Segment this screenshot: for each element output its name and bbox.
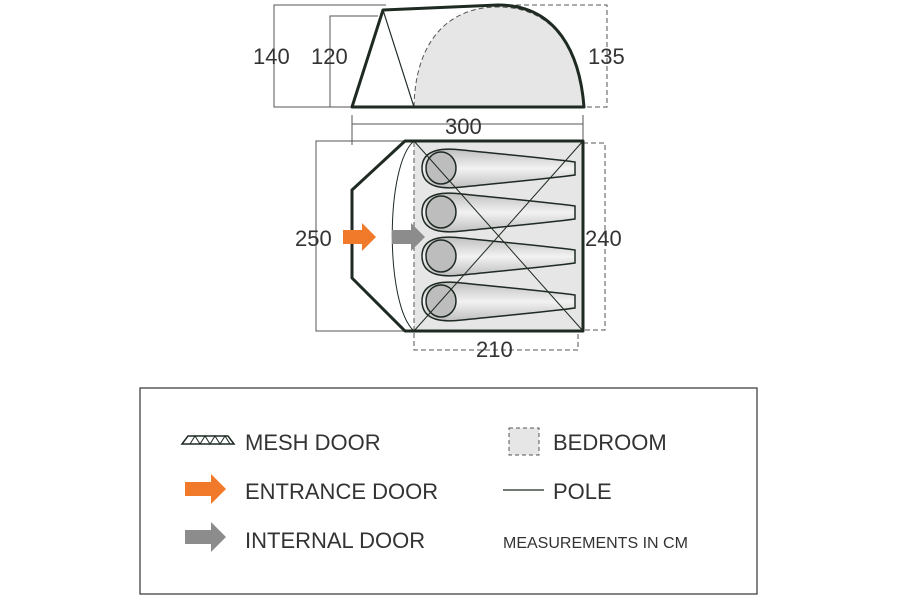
legend-bedroom: BEDROOM — [553, 430, 667, 455]
top-flysheet — [350, 139, 585, 333]
legend-internal-door: INTERNAL DOOR — [245, 528, 425, 553]
entrance-door-icon — [185, 474, 226, 504]
top-view: 300 250 240 210 — [295, 114, 622, 362]
side-pole — [382, 9, 415, 108]
dim-label-250: 250 — [295, 226, 332, 251]
dim-label-135: 135 — [588, 44, 625, 69]
dim-label-210: 210 — [476, 337, 513, 362]
sleeping-bag — [421, 148, 576, 189]
dim-bracket-210 — [413, 333, 579, 351]
legend-units: MEASUREMENTS IN CM — [503, 535, 688, 552]
side-bedroom-dome — [413, 6, 584, 108]
dim-bracket-120 — [329, 15, 378, 107]
dim-label-140: 140 — [253, 44, 290, 69]
mesh-door-icon — [180, 435, 236, 445]
sleeping-bags — [421, 148, 576, 322]
dim-label-300: 300 — [445, 114, 482, 139]
internal-arrow — [392, 223, 425, 251]
dim-bracket-250 — [315, 140, 414, 332]
legend-mesh-door: MESH DOOR — [245, 430, 381, 455]
legend-box: MESH DOOR ENTRANCE DOOR INTERNAL DOOR BE… — [139, 387, 758, 595]
internal-door-icon — [185, 522, 226, 552]
legend-pole: POLE — [553, 479, 612, 504]
legend-entrance-door: ENTRANCE DOOR — [245, 479, 438, 504]
entrance-arrow — [343, 223, 376, 251]
dim-bracket-135 — [500, 4, 608, 108]
dim-bracket-240 — [583, 142, 606, 331]
sleeping-bag — [421, 236, 576, 277]
side-flysheet — [350, 3, 586, 109]
dim-label-120: 120 — [311, 44, 348, 69]
side-view: 140 120 135 — [253, 3, 625, 109]
top-pole — [413, 140, 584, 332]
dim-bracket-140 — [273, 4, 386, 108]
bedroom-icon — [508, 427, 540, 456]
sleeping-bag — [421, 281, 576, 322]
sleeping-bag — [421, 192, 576, 233]
dim-label-240: 240 — [585, 226, 622, 251]
